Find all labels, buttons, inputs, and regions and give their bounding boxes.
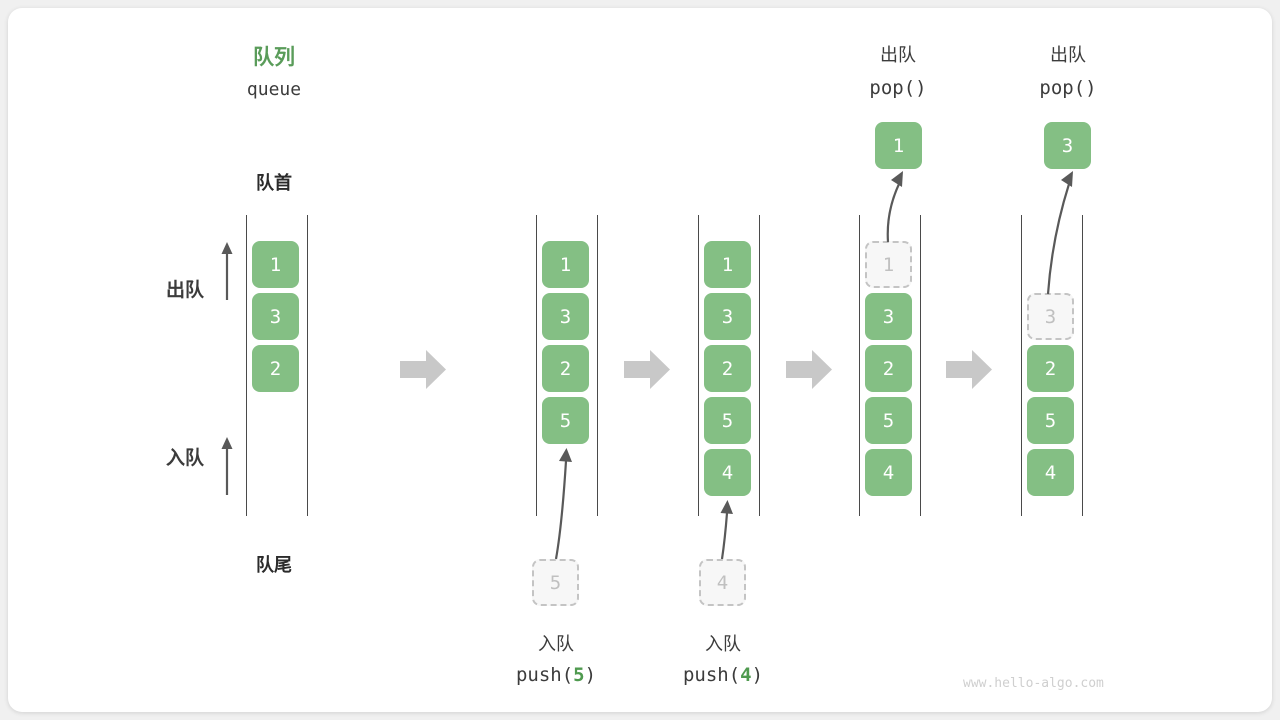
step-separator-arrow-icon xyxy=(946,350,992,389)
queue-rail-left xyxy=(698,215,699,516)
step-separator-arrow-icon xyxy=(400,350,446,389)
push-caption-cn: 入队 xyxy=(705,634,741,654)
enqueue-side-label: 入队 xyxy=(165,448,204,469)
queue-cell: 3 xyxy=(252,293,299,340)
queue-rail-right xyxy=(1082,215,1083,516)
queue-cell: 1 xyxy=(252,241,299,288)
queue-tail-label: 队尾 xyxy=(256,555,292,575)
pop-header-cn: 出队 xyxy=(1050,45,1086,65)
queue-cell: 2 xyxy=(704,345,751,392)
incoming-ghost-cell: 4 xyxy=(699,559,746,606)
queue-rail-right xyxy=(759,215,760,516)
queue-cell-new: 4 xyxy=(704,449,751,496)
push-caption-cn: 入队 xyxy=(538,634,574,654)
queue-title-cn: 队列 xyxy=(253,46,295,69)
pop-header-code: pop() xyxy=(869,77,927,99)
queue-cell: 1 xyxy=(704,241,751,288)
pop-header-code: pop() xyxy=(1039,77,1097,99)
push-caption-code: push(5) xyxy=(486,664,626,686)
queue-cell-removed: 3 xyxy=(1027,293,1074,340)
queue-cell: 3 xyxy=(865,293,912,340)
dequeue-direction-arrow-icon xyxy=(221,242,233,300)
popped-cell: 3 xyxy=(1044,122,1091,169)
push-caption-code-suffix: ) xyxy=(584,664,597,686)
popped-cell: 1 xyxy=(875,122,922,169)
step-separator-arrow-icon xyxy=(786,350,832,389)
push-caption-code-prefix: push( xyxy=(515,664,574,686)
queue-cell: 4 xyxy=(1027,449,1074,496)
pop-header-cn: 出队 xyxy=(880,45,916,65)
queue-rail-left xyxy=(246,215,247,516)
queue-title-code: queue xyxy=(246,79,302,100)
pop-arrow-icon xyxy=(1046,171,1073,295)
queue-cell: 3 xyxy=(542,293,589,340)
queue-cell: 4 xyxy=(865,449,912,496)
push-arrow-icon xyxy=(554,448,572,560)
push-caption-code-value: 5 xyxy=(573,664,585,686)
push-caption-code: push(4) xyxy=(653,664,793,686)
push-caption-code-suffix: ) xyxy=(751,664,764,686)
queue-rail-right xyxy=(307,215,308,516)
diagram-card: 队列 queue 队首 队尾 出队 入队 1 3 2 1 3 2 5 5 入 xyxy=(8,8,1272,712)
queue-cell: 2 xyxy=(1027,345,1074,392)
dequeue-side-label: 出队 xyxy=(165,280,204,301)
watermark: www.hello-algo.com xyxy=(963,676,1104,691)
queue-cell: 3 xyxy=(704,293,751,340)
push-caption-code-prefix: push( xyxy=(682,664,741,686)
push-caption-code-value: 4 xyxy=(740,664,752,686)
queue-cell: 5 xyxy=(704,397,751,444)
queue-cell-removed: 1 xyxy=(865,241,912,288)
queue-rail-left xyxy=(859,215,860,516)
queue-cell: 2 xyxy=(542,345,589,392)
queue-rail-left xyxy=(1021,215,1022,516)
queue-cell: 5 xyxy=(865,397,912,444)
queue-rail-right xyxy=(920,215,921,516)
step-separator-arrow-icon xyxy=(624,350,670,389)
queue-rail-left xyxy=(536,215,537,516)
queue-cell: 2 xyxy=(252,345,299,392)
queue-cell-new: 5 xyxy=(542,397,589,444)
incoming-ghost-cell: 5 xyxy=(532,559,579,606)
queue-rail-right xyxy=(597,215,598,516)
queue-cell: 1 xyxy=(542,241,589,288)
queue-cell: 5 xyxy=(1027,397,1074,444)
queue-head-label: 队首 xyxy=(256,173,292,193)
push-arrow-icon xyxy=(720,500,733,560)
pop-arrow-icon xyxy=(886,171,903,243)
queue-cell: 2 xyxy=(865,345,912,392)
enqueue-direction-arrow-icon xyxy=(221,437,233,495)
